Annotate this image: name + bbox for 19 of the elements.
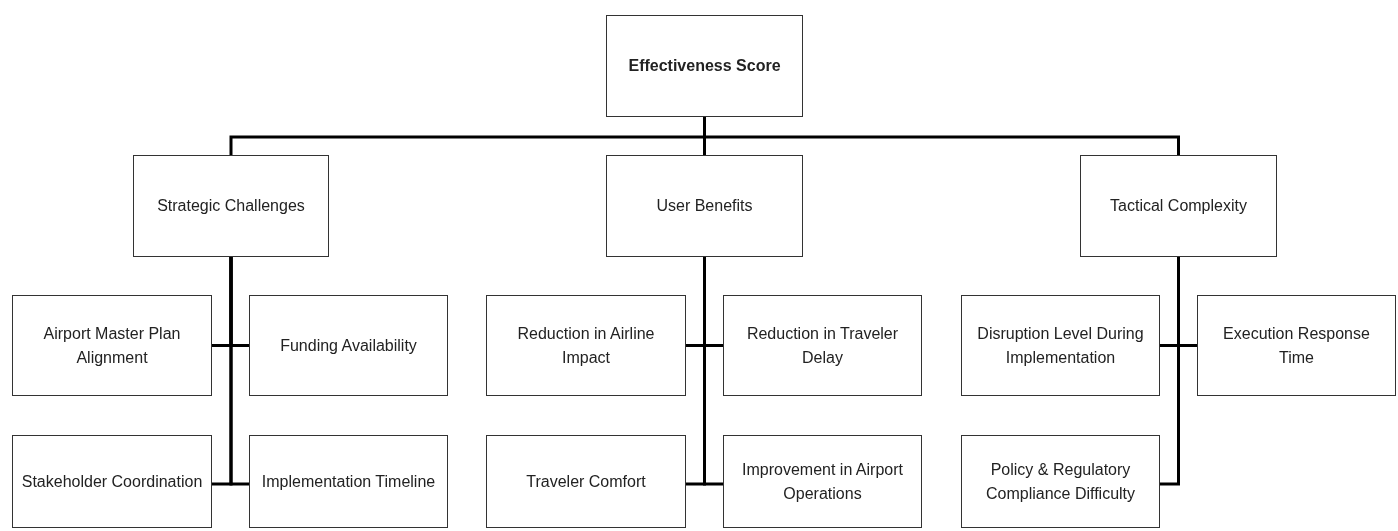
node-box: Strategic Challenges	[133, 155, 329, 257]
connector-line	[229, 257, 249, 486]
node-box: Improvement in Airport Operations	[723, 435, 922, 528]
node-box: Execution Response Time	[1197, 295, 1396, 396]
node-box: Tactical Complexity	[1080, 155, 1277, 257]
connector-line	[1160, 257, 1180, 486]
node-box: User Benefits	[606, 155, 803, 257]
node-box: Airport Master Plan Alignment	[12, 295, 212, 396]
node-box: Traveler Comfort	[486, 435, 686, 528]
connector-line	[703, 117, 1180, 155]
node-box: Funding Availability	[249, 295, 448, 396]
node-box: Reduction in Airline Impact	[486, 295, 686, 396]
node-box: Disruption Level During Implementation	[961, 295, 1160, 396]
node-box: Effectiveness Score	[606, 15, 803, 117]
node-box: Stakeholder Coordination	[12, 435, 212, 528]
node-box: Policy & Regulatory Compliance Difficulty	[961, 435, 1160, 528]
node-box: Implementation Timeline	[249, 435, 448, 528]
node-box: Reduction in Traveler Delay	[723, 295, 922, 396]
connector-line	[703, 257, 723, 486]
